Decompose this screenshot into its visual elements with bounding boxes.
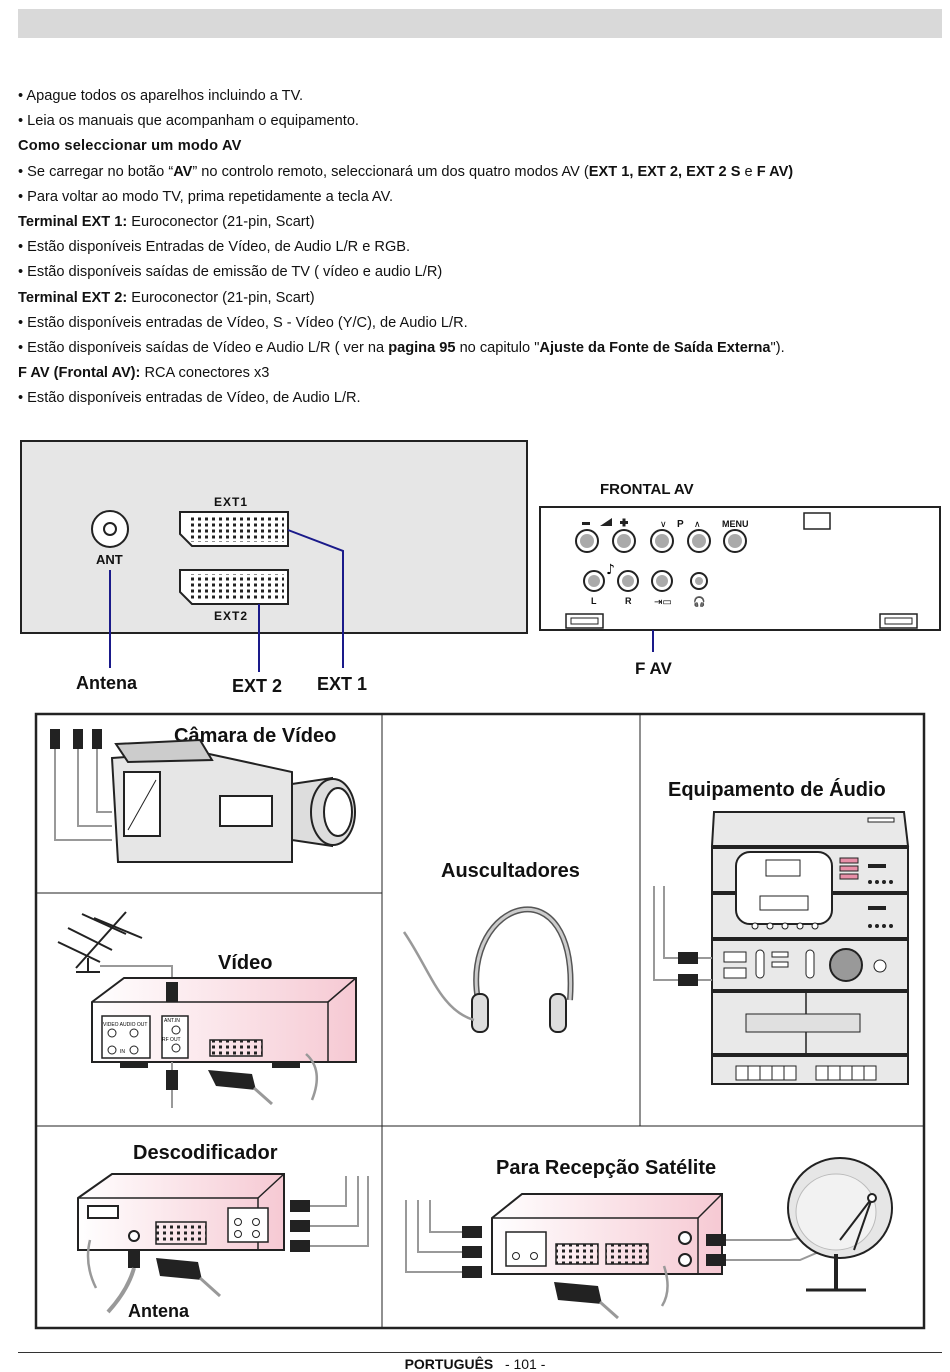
satellite-title: Para Recepção Satélite: [496, 1157, 716, 1179]
callout-antena: Antena: [76, 673, 138, 693]
instruction-line: • Estão disponíveis saídas de emissão de…: [18, 264, 443, 281]
footer-rule: [18, 1352, 942, 1353]
front-button-icon: [575, 529, 747, 553]
svg-text:∨: ∨: [660, 519, 667, 529]
music-note-icon: ♪: [606, 562, 615, 578]
ext1-description: Terminal EXT 1: Euroconector (21-pin, Sc…: [18, 213, 315, 230]
vcr-rfout-label: RF OUT: [162, 1037, 181, 1043]
instruction-line: • Para voltar ao modo TV, prima repetida…: [18, 188, 394, 205]
satellite-dish-icon: [726, 1157, 893, 1292]
right-label: R: [625, 596, 632, 606]
callout-ext2: EXT 2: [232, 676, 282, 696]
audio-title: Equipamento de Áudio: [668, 778, 886, 801]
callout-fav: F AV: [635, 659, 672, 678]
callout-ext1: EXT 1: [317, 674, 367, 694]
vcr-antin-label: ANT.IN: [164, 1018, 180, 1024]
video-input-icon: ⇥▭: [654, 597, 672, 608]
menu-label: MENU: [722, 519, 749, 529]
ext2-label: EXT2: [214, 609, 248, 623]
section-heading: Como seleccionar um modo AV: [18, 138, 242, 155]
instruction-line: • Apague todos os aparelhos incluindo a …: [18, 88, 304, 104]
scart-ext2-icon: [179, 569, 289, 605]
tv-antenna-icon: [57, 911, 173, 982]
headphone-jack-icon: 🎧: [693, 595, 705, 608]
instruction-line: • Estão disponíveis entradas de Vídeo, d…: [18, 390, 361, 407]
footer-language: PORTUGUÊS: [404, 1356, 494, 1372]
instructions-text: • Apague todos os aparelhos incluindo a …: [18, 84, 938, 411]
stereo-system-icon: [653, 811, 910, 1085]
ant-label: ANT: [96, 552, 123, 567]
video-title: Vídeo: [218, 952, 272, 974]
ext1-label: EXT1: [214, 495, 248, 509]
camera-title: Câmara de Vídeo: [174, 725, 336, 747]
front-panel: ∨ P ∧ MENU ♪ L R ⇥▭ 🎧: [539, 506, 941, 652]
scart-ext1-icon: [179, 511, 289, 547]
program-label: P: [677, 519, 684, 530]
header-bar: [18, 9, 942, 38]
headphones-icon: [402, 906, 574, 1033]
decoder-title: Descodificador: [133, 1142, 278, 1164]
instruction-line: • Estão disponíveis Entradas de Vídeo, d…: [18, 239, 411, 256]
fav-description: F AV (Frontal AV): RCA conectores x3: [18, 365, 270, 382]
page-number: - 101 -: [504, 1356, 546, 1372]
rca-socket-icon: [583, 570, 708, 592]
decoder-antena-label: Antena: [128, 1301, 190, 1321]
instruction-line: • Se carregar no botão “AV” no controlo …: [18, 163, 794, 180]
antenna-socket-icon: [91, 510, 129, 548]
satellite-receiver-icon: [405, 1193, 726, 1320]
video-camera-icon: [50, 729, 356, 863]
decoder-icon: [77, 1173, 369, 1314]
instruction-line: • Leia os manuais que acompanham o equip…: [18, 113, 359, 130]
instruction-line: • Estão disponíveis saídas de Vídeo e Au…: [18, 339, 785, 356]
svg-text:∧: ∧: [694, 519, 701, 529]
vcr-icon: VIDEO AUDIO OUT IN ANT.IN RF OUT: [91, 977, 357, 1108]
vcr-in-label: IN: [120, 1049, 125, 1055]
frontal-av-title: FRONTAL AV: [600, 481, 694, 498]
page-footer: PORTUGUÊS - 101 -: [0, 1356, 950, 1372]
instruction-line: • Estão disponíveis entradas de Vídeo, S…: [18, 314, 468, 331]
rear-panel: ANT EXT1 EXT2: [20, 440, 528, 672]
vcr-out-label: VIDEO AUDIO OUT: [103, 1022, 147, 1028]
ext2-description: Terminal EXT 2: Euroconector (21-pin, Sc…: [18, 289, 315, 306]
left-label: L: [591, 596, 597, 606]
headphones-title: Auscultadores: [441, 860, 580, 882]
